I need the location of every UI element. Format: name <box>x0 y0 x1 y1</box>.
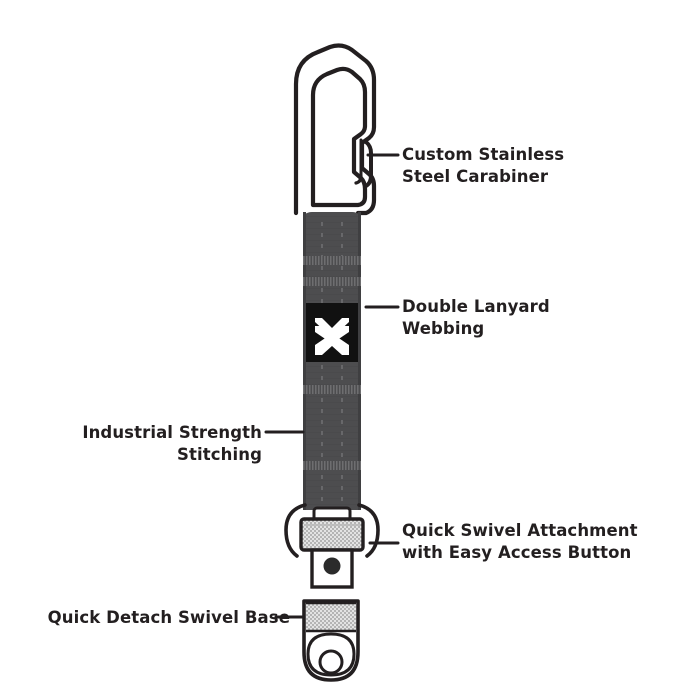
logo-patch <box>306 303 358 362</box>
swivel-base-icon <box>302 599 360 682</box>
callout-label-stitching: Industrial Strength Stitching <box>82 423 262 465</box>
callout-label-base: Quick Detach Swivel Base <box>47 608 290 627</box>
bartack-band <box>303 256 361 470</box>
callout-label-swivel: Quick Swivel Attachment with Easy Access… <box>402 521 638 563</box>
x-logo-icon <box>315 318 349 355</box>
swivel-barrel-icon <box>284 503 380 589</box>
callout-label-carabiner: Custom Stainless Steel Carabiner <box>402 145 565 187</box>
carabiner-icon <box>293 43 377 216</box>
round-button-icon <box>323 557 341 575</box>
stitch-line-icon <box>321 222 343 508</box>
leader-lines <box>264 153 400 619</box>
webbing-strap-icon <box>303 212 361 510</box>
callout-label-webbing: Double Lanyard Webbing <box>402 297 550 339</box>
